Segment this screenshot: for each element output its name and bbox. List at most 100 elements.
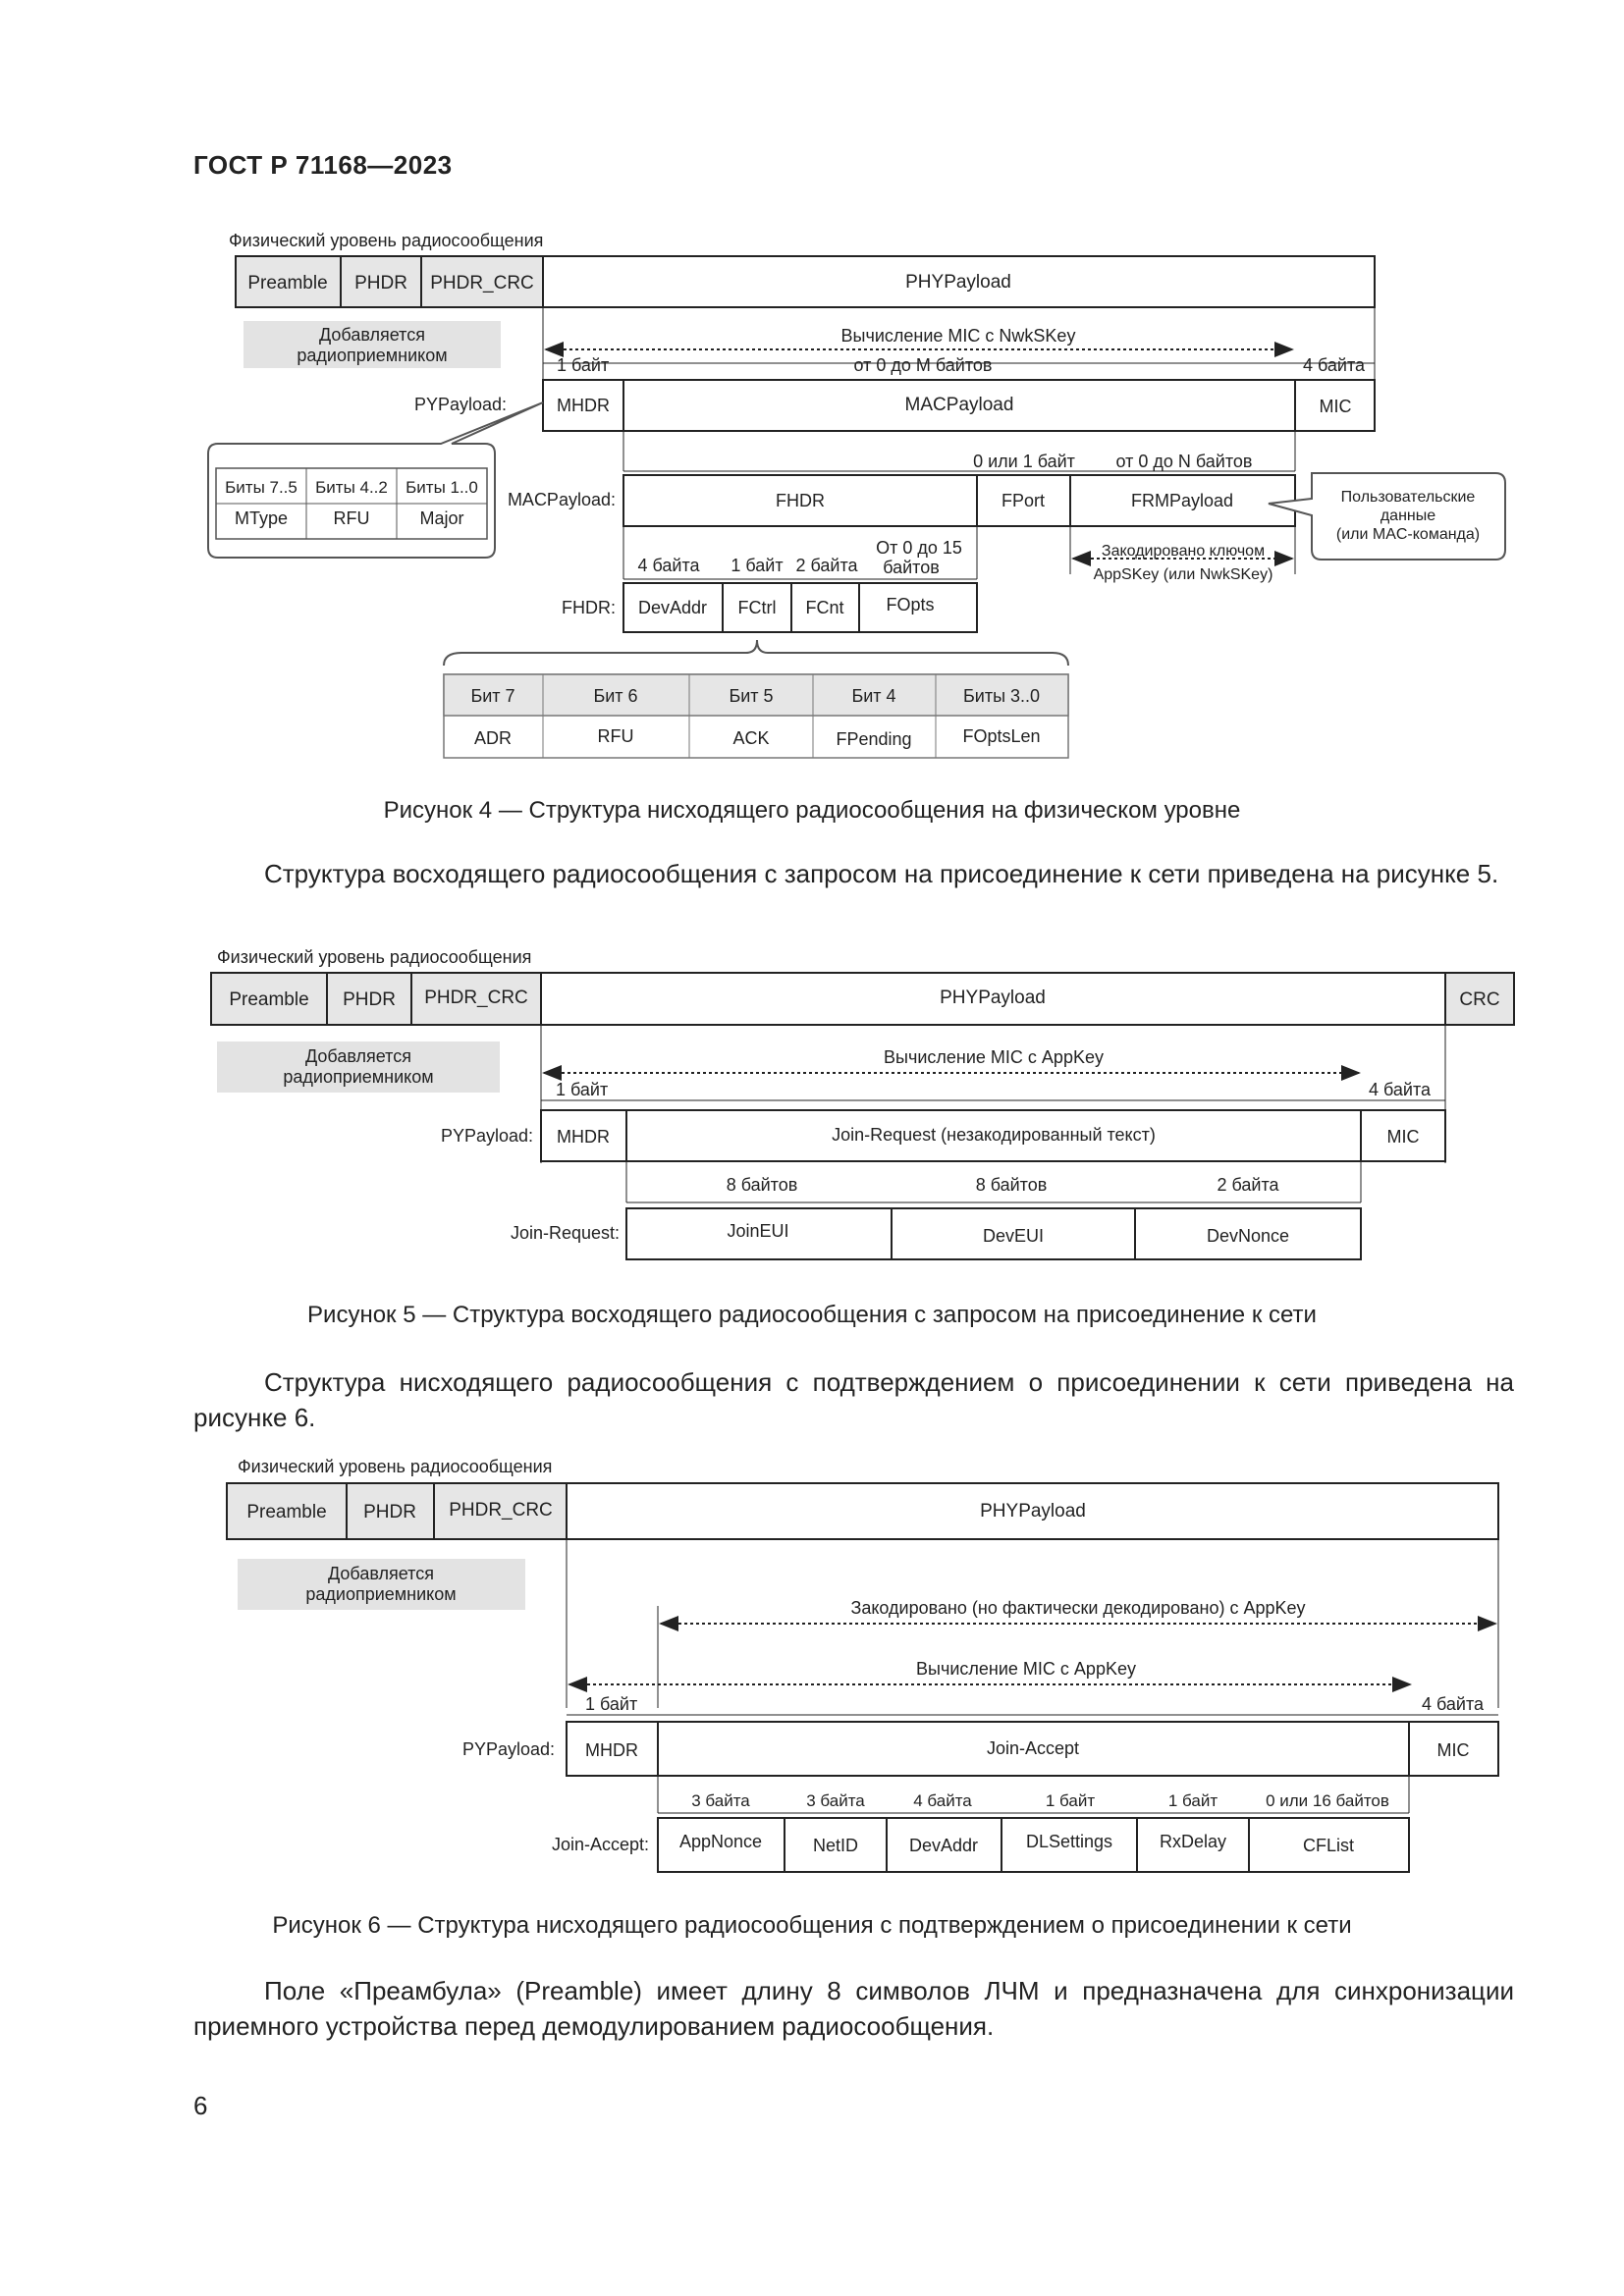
fig5-phdrcrc-cell	[410, 972, 542, 1026]
fig6-mhdr: MHDR	[585, 1740, 638, 1760]
fig4-fhdr-label: FHDR:	[562, 598, 616, 617]
fig5-deveui-cell	[891, 1207, 1136, 1260]
fig5-caption: Рисунок 5 — Структура восходящего радиос…	[307, 1302, 1317, 1328]
fig4-mic-cell	[1294, 379, 1376, 432]
fig6-cflist-cell	[1248, 1817, 1410, 1873]
fig4-frmpayload: FRMPayload	[1131, 491, 1233, 510]
paragraph-2: Структура нисходящего радиосообщения с п…	[193, 1367, 1514, 1432]
fig6-preamble: Preamble	[246, 1502, 326, 1522]
fig6-phdrcrc-cell	[433, 1482, 568, 1540]
fig6-body-cell	[657, 1721, 1410, 1777]
fig4-fcnt: FCnt	[805, 598, 843, 617]
fig6-phdr-cell	[346, 1482, 435, 1540]
fig6-b3a: 3 байта	[691, 1791, 750, 1810]
figure-6-diagram: Физический уровень радиосообщения Preamb…	[226, 1457, 1499, 1873]
fig6-phypayload: PHYPayload	[980, 1501, 1086, 1522]
fig6-b016: 0 или 16 байтов	[1266, 1791, 1389, 1810]
fig4-one-byte: 1 байт	[557, 355, 609, 375]
fig5-pypayload-label: PYPayload:	[441, 1126, 533, 1146]
fig6-devaddr: DevAddr	[909, 1836, 978, 1855]
fig4-bits75: Биты 7..5	[225, 478, 298, 497]
fig4-fport: FPort	[1001, 491, 1045, 510]
fig4-m-bytes: от 0 до M байтов	[854, 355, 993, 375]
fig5-mic: MIC	[1387, 1127, 1420, 1147]
fig6-mic-calc: Вычисление MIC с AppKey	[916, 1659, 1136, 1679]
fig6-join-accept-label: Join-Accept:	[552, 1835, 649, 1854]
fig5-phdr: PHDR	[343, 989, 396, 1010]
fig5-mic-cell	[1360, 1109, 1446, 1162]
figure-4-diagram: Физический уровень радиосообщения Preamb…	[207, 231, 1506, 759]
fig6-mic-cell	[1408, 1721, 1499, 1777]
fig4-major: Major	[419, 508, 463, 528]
fig4-bits10: Биты 1..0	[406, 478, 478, 497]
fig5-mic-calc: Вычисление MIC с AppKey	[884, 1047, 1104, 1067]
fig5-phypayload: PHYPayload	[940, 988, 1046, 1008]
fig4-fctrl: FCtrl	[738, 598, 777, 617]
fig4-bit5: Бит 5	[729, 686, 773, 706]
fig5-crc: CRC	[1459, 989, 1499, 1010]
fig4-fhdr-4: 4 байта	[637, 556, 700, 575]
fig4-fopts: FOpts	[886, 595, 934, 614]
fig4-bits42: Биты 4..2	[315, 478, 388, 497]
fig4-fhdr-1: 1 байт	[731, 556, 783, 575]
fig4-bit6: Бит 6	[593, 686, 637, 706]
fig5-phypayload-cell	[540, 972, 1446, 1026]
fig6-b4: 4 байта	[913, 1791, 972, 1810]
document-header: ГОСТ Р 71168—2023	[193, 150, 453, 180]
fig6-dlsettings: DLSettings	[1026, 1832, 1112, 1851]
fig5-phys-label: Физический уровень радиосообщения	[217, 947, 531, 967]
fig4-fhdr-cell	[623, 474, 978, 527]
fig4-mtype: MType	[235, 508, 288, 528]
fig6-mhdr-cell	[566, 1721, 659, 1777]
fig5-joineui-cell	[625, 1207, 893, 1260]
fig4-ack: ACK	[732, 728, 769, 748]
fig4-fcnt-cell	[790, 582, 860, 633]
fig5-added1: Добавляется	[305, 1046, 411, 1066]
fig4-enc2: AppSKey (или NwkSKey)	[1094, 566, 1273, 583]
fig5-phdr-cell	[326, 972, 412, 1026]
paragraph-3: Поле «Преамбула» (Preamble) имеет длину …	[193, 1976, 1514, 2041]
fig4-preamble-cell	[235, 255, 342, 308]
fig6-added1: Добавляется	[328, 1564, 434, 1583]
fig4-fctrl-cell	[722, 582, 792, 633]
fig4-phdrcrc-cell	[420, 255, 544, 308]
fig5-devnonce: DevNonce	[1207, 1226, 1289, 1246]
fig4-phys-label: Физический уровень радиосообщения	[229, 231, 543, 250]
fig4-fhdr-15b: байтов	[883, 558, 940, 577]
fig6-one-byte: 1 байт	[585, 1694, 637, 1714]
fig5-crc-cell	[1444, 972, 1515, 1026]
fig5-join-request-body: Join-Request (незакодированный текст)	[832, 1125, 1156, 1145]
fig4-rfu2: RFU	[598, 726, 634, 746]
fig5-mhdr-cell	[540, 1109, 627, 1162]
fig4-phdr-cell	[340, 255, 422, 308]
fig6-join-accept-body: Join-Accept	[987, 1738, 1079, 1758]
fig4-caption: Рисунок 4 — Структура нисходящего радиос…	[383, 797, 1241, 824]
fig4-preamble: Preamble	[247, 273, 327, 294]
fig4-n-bytes: от 0 до N байтов	[1116, 452, 1253, 471]
fig4-mhdr: MHDR	[557, 396, 610, 415]
fig4-mic-calc: Вычисление MIC с NwkSKey	[841, 326, 1076, 346]
fig5-preamble: Preamble	[229, 989, 308, 1010]
fig4-fhdr-15a: От 0 до 15	[876, 538, 962, 558]
fig4-zero-or-one: 0 или 1 байт	[973, 452, 1075, 471]
fig4-user2: данные	[1380, 507, 1435, 524]
fig4-adr: ADR	[474, 728, 512, 748]
fig4-pypayload-label: PYPayload:	[414, 395, 507, 414]
fig6-encoded: Закодировано (но фактически декодировано…	[850, 1598, 1305, 1618]
fig6-phdrcrc: PHDR_CRC	[449, 1500, 553, 1521]
fig4-fpending: FPending	[836, 729, 911, 749]
fig4-userdata-callout	[1268, 472, 1506, 561]
fig4-macpayload-label: MACPayload:	[508, 490, 616, 509]
fig6-mic: MIC	[1437, 1740, 1470, 1760]
fig6-pypayload-label: PYPayload:	[462, 1739, 555, 1759]
fig5-eight1: 8 байтов	[727, 1175, 798, 1195]
fig4-four-bytes: 4 байта	[1303, 355, 1366, 375]
fig4-rfu: RFU	[334, 508, 370, 528]
fig5-joineui: JoinEUI	[727, 1221, 788, 1241]
fig5-devnonce-cell	[1134, 1207, 1362, 1260]
fig6-rxdelay-cell	[1136, 1817, 1250, 1873]
fig4-phypayload: PHYPayload	[905, 272, 1011, 293]
fig4-added-box	[244, 321, 501, 368]
fig6-netid-cell	[784, 1817, 888, 1873]
fig4-bit7: Бит 7	[470, 686, 514, 706]
